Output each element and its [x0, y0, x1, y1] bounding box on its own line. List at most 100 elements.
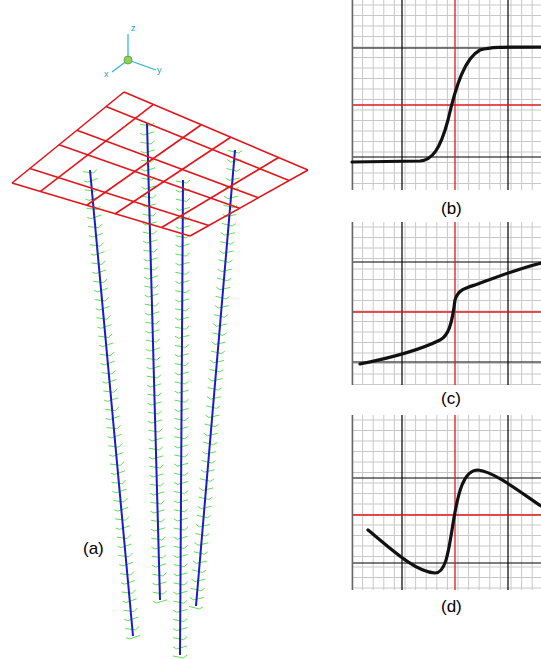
- major-grid: [352, 261, 541, 262]
- grid-line: [12, 183, 190, 236]
- response-curve: [352, 47, 541, 162]
- minor-grid: [352, 577, 541, 578]
- minor-grid: [352, 152, 541, 153]
- minor-grid: [394, 222, 395, 385]
- pile-line: [147, 123, 160, 600]
- grid-line: [59, 145, 240, 209]
- minor-grid: [521, 222, 522, 385]
- minor-grid: [489, 0, 490, 190]
- pile-cap-grid: [12, 92, 308, 236]
- major-grid: [352, 477, 541, 478]
- minor-grid: [532, 0, 533, 190]
- minor-grid: [352, 415, 353, 590]
- grid-line: [106, 107, 289, 181]
- minor-grid: [352, 353, 541, 354]
- grid-line: [87, 125, 202, 205]
- minor-grid: [352, 525, 541, 526]
- minor-grid: [352, 472, 541, 473]
- minor-grid: [426, 222, 427, 385]
- plot-border: [352, 222, 354, 385]
- minor-grid: [479, 0, 480, 190]
- minor-grid: [352, 504, 541, 505]
- minor-grid: [352, 300, 541, 301]
- minor-grid: [352, 141, 541, 142]
- minor-grid: [352, 535, 541, 536]
- major-grid: [507, 0, 508, 190]
- minor-grid: [352, 173, 541, 174]
- minor-grid: [415, 222, 416, 385]
- panel-label: (d): [441, 598, 462, 615]
- minor-grid: [500, 222, 501, 385]
- grid-line: [190, 170, 308, 236]
- minor-grid: [352, 546, 541, 547]
- minor-grid: [352, 588, 541, 589]
- grid-line: [77, 130, 258, 198]
- major-grid: [507, 415, 508, 590]
- minor-grid: [468, 222, 469, 385]
- response-curve: [368, 470, 541, 573]
- minor-grid: [500, 0, 501, 190]
- axis-line: [352, 104, 541, 105]
- curve-plots: [352, 0, 541, 590]
- minor-grid: [352, 290, 541, 291]
- panel-label: (c): [441, 390, 461, 407]
- spring-zigzag: [83, 169, 140, 639]
- pile-line: [90, 170, 133, 636]
- minor-grid: [352, 15, 541, 16]
- minor-grid: [479, 222, 480, 385]
- major-grid: [507, 222, 508, 385]
- minor-grid: [352, 430, 541, 431]
- minor-grid: [352, 269, 541, 270]
- minor-grid: [352, 384, 541, 385]
- axis-label: z: [131, 24, 136, 33]
- grid-line: [115, 137, 230, 214]
- axis-line: [352, 311, 541, 312]
- minor-grid: [352, 374, 541, 375]
- minor-grid: [352, 420, 541, 421]
- panel-label: (b): [441, 200, 462, 217]
- minor-grid: [458, 222, 459, 385]
- minor-grid: [352, 227, 541, 228]
- minor-grid: [352, 237, 541, 238]
- minor-grid: [352, 248, 541, 249]
- grid-line: [40, 104, 153, 191]
- minor-grid: [352, 89, 541, 90]
- minor-grid: [352, 311, 541, 312]
- pile-line: [180, 180, 183, 655]
- minor-grid: [436, 0, 437, 190]
- minor-grid: [405, 222, 406, 385]
- minor-grid: [352, 462, 541, 463]
- minor-grid: [352, 279, 541, 280]
- minor-grid: [352, 321, 541, 322]
- minor-grid: [352, 258, 541, 259]
- response-curve: [360, 263, 541, 364]
- pile-line: [196, 150, 235, 606]
- minor-grid: [352, 493, 541, 494]
- minor-grid: [352, 110, 541, 111]
- minor-grid: [352, 36, 541, 37]
- spring-elements: [83, 123, 242, 658]
- minor-grid: [352, 222, 353, 385]
- minor-grid: [447, 0, 448, 190]
- axis-triad: [112, 34, 156, 72]
- minor-grid: [426, 0, 427, 190]
- minor-grid: [352, 26, 541, 27]
- minor-grid: [521, 0, 522, 190]
- grid-line: [162, 158, 279, 228]
- major-grid: [352, 156, 541, 157]
- minor-grid: [352, 5, 541, 6]
- axis-line: [352, 514, 541, 515]
- minor-grid: [352, 363, 541, 364]
- minor-grid: [352, 567, 541, 568]
- minor-grid: [511, 222, 512, 385]
- major-grid: [401, 222, 402, 385]
- major-grid: [352, 361, 541, 362]
- spring-zigzag: [189, 150, 242, 609]
- minor-grid: [383, 222, 384, 385]
- minor-grid: [352, 514, 541, 515]
- minor-grid: [352, 183, 541, 184]
- spring-zigzag: [173, 180, 190, 658]
- pile-lines: [90, 123, 235, 655]
- minor-grid: [352, 483, 541, 484]
